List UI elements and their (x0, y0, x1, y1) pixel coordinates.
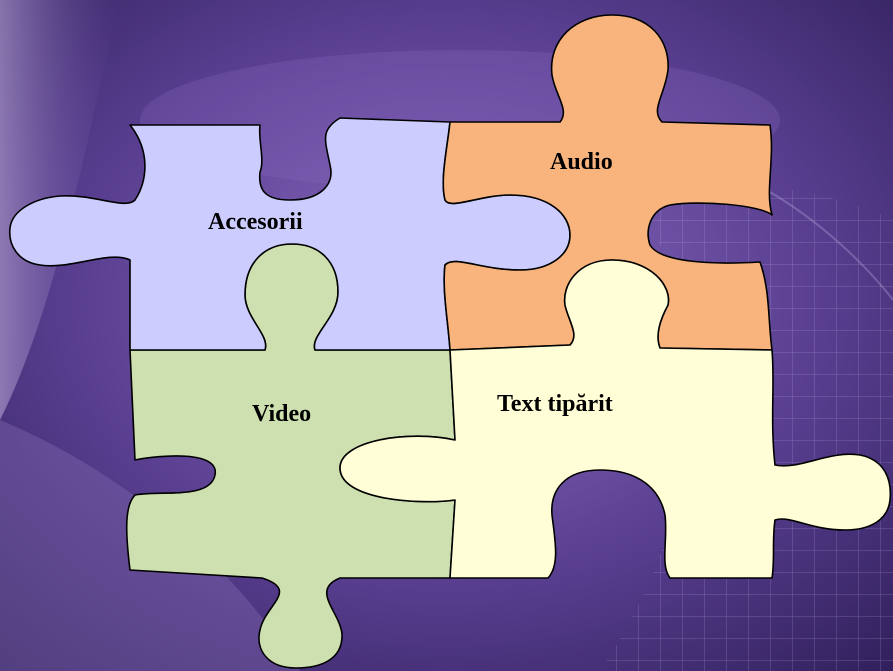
label-video: Video (252, 401, 311, 427)
label-accesorii: Accesorii (208, 209, 303, 235)
puzzle-piece-text-tiparit (339, 259, 892, 579)
label-audio: Audio (550, 149, 613, 175)
label-text-tiparit: Text tipărit (497, 391, 613, 417)
